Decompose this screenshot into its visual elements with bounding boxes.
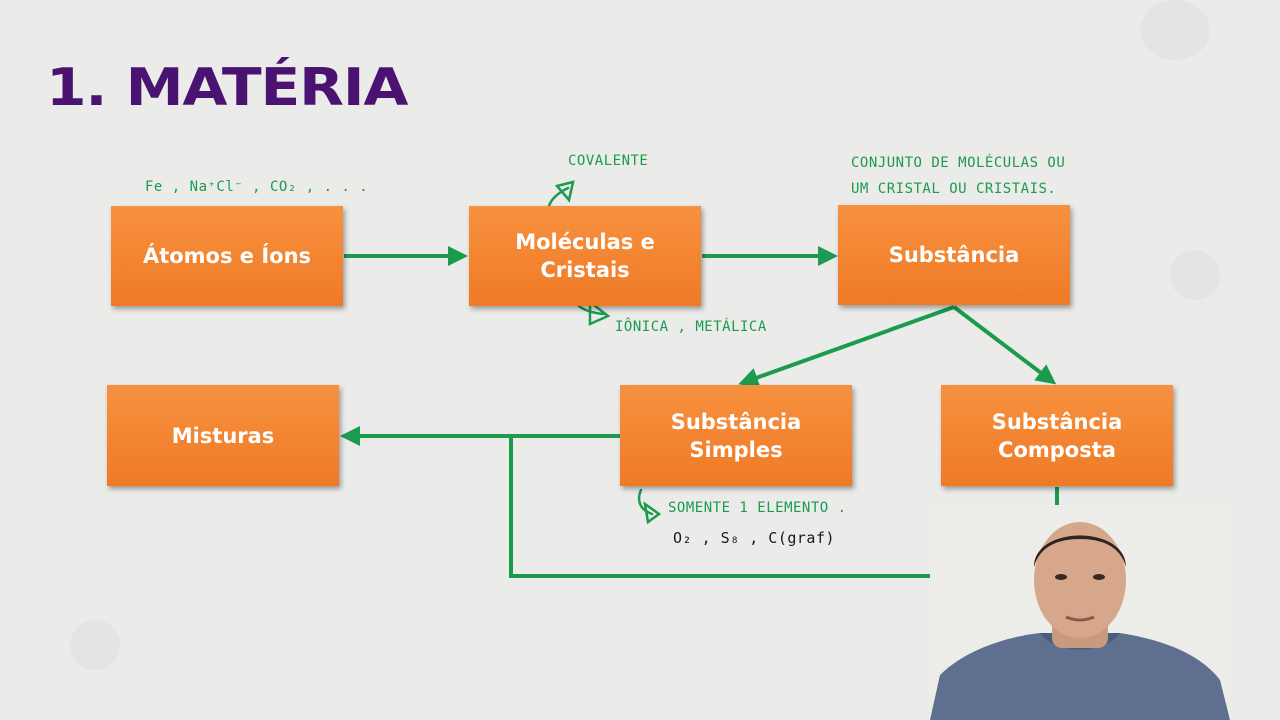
presenter-illustration	[930, 522, 1230, 720]
arrow-substancia-to-simples	[738, 305, 955, 388]
note-conjunto: CONJUNTO DE MOLÉCULAS OU UM CRISTAL OU C…	[851, 155, 1066, 197]
presenter-mouth	[1065, 615, 1095, 622]
box-atomos-e-ions: Átomos e Íons	[111, 206, 343, 306]
box-moleculas-e-cristais: Moléculas e Cristais	[469, 206, 701, 306]
curved-arrow-ionica-head	[588, 299, 611, 326]
note-examples: Fe , Na⁺Cl⁻ , CO₂ , . . .	[145, 179, 369, 195]
background-blob	[1140, 0, 1210, 60]
background-blob	[70, 620, 120, 670]
presenter-shirt	[930, 633, 1230, 720]
note-ionica-metalica: IÔNICA , METÁLICA	[615, 319, 767, 335]
arrow-substancia-to-composta	[952, 305, 1057, 385]
background-blob	[1170, 250, 1220, 300]
note-somente-elemento: SOMENTE 1 ELEMENTO .	[668, 500, 847, 516]
box-substancia-simples: Substância Simples	[620, 385, 852, 486]
box-substancia-composta: Substância Composta	[941, 385, 1173, 486]
box-substancia: Substância	[838, 205, 1070, 305]
presenter-face	[1034, 522, 1126, 638]
page-title: 1. MATÉRIA	[46, 58, 408, 118]
curved-arrow-somente-head	[643, 501, 662, 525]
presenter-eye-right	[1093, 574, 1105, 580]
curved-arrow-somente	[637, 488, 654, 516]
note-simple-examples: O₂ , S₈ , C(graf)	[673, 529, 836, 547]
curved-arrow-covalente-head	[554, 180, 575, 203]
presenter-webcam	[930, 505, 1230, 720]
note-covalente: COVALENTE	[568, 153, 649, 169]
presenter-eye-left	[1055, 574, 1067, 580]
box-misturas: Misturas	[107, 385, 339, 486]
